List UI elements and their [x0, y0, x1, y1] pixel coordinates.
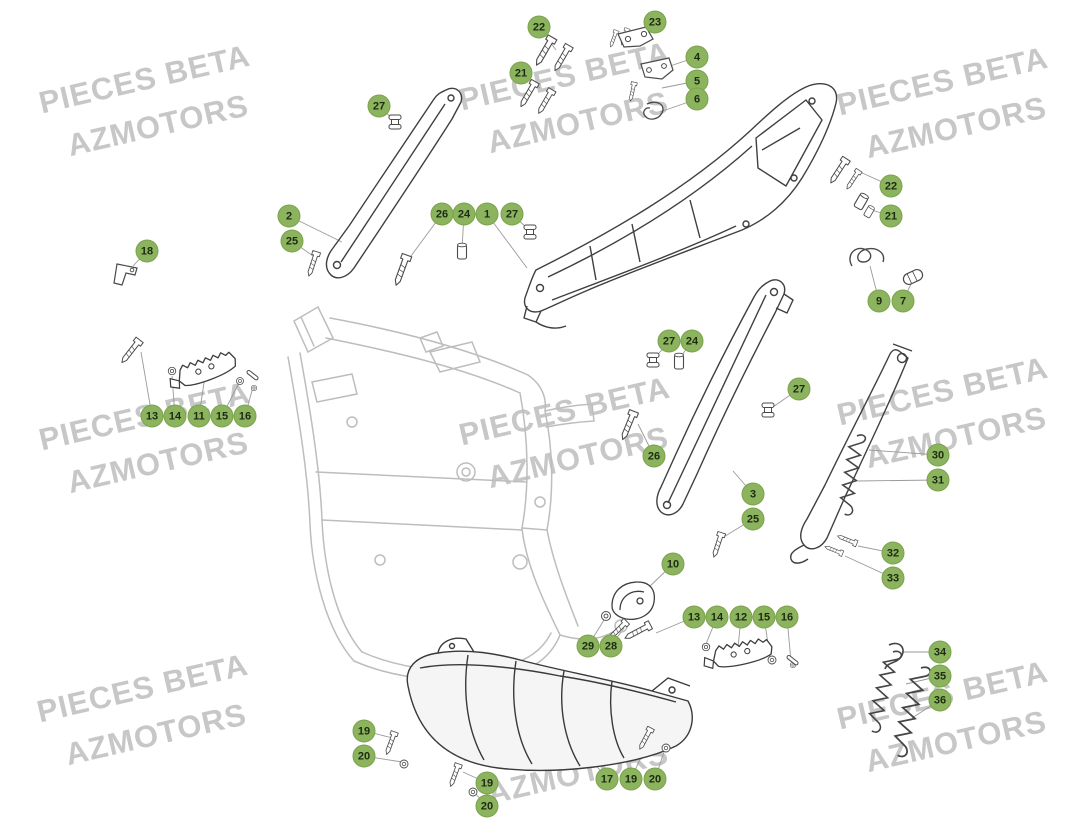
clip-part-9: [849, 247, 885, 267]
side-stand[interactable]: [789, 343, 913, 564]
part-badge-33[interactable]: 33: [881, 566, 905, 590]
part-badge-35[interactable]: 35: [928, 664, 952, 688]
part-badge-2[interactable]: 2: [277, 204, 301, 228]
rear-subframe[interactable]: [523, 83, 838, 329]
part-badge-16[interactable]: 16: [233, 404, 257, 428]
part-badge-11[interactable]: 11: [187, 404, 211, 428]
main-frame: [287, 305, 628, 681]
part-badge-3[interactable]: 3: [741, 482, 765, 506]
part-badge-7[interactable]: 7: [891, 289, 915, 313]
part-badge-32[interactable]: 32: [881, 541, 905, 565]
bracket-part-4: [640, 57, 674, 80]
small-brackets: [113, 26, 924, 286]
part-badge-27[interactable]: 27: [500, 202, 524, 226]
part-badge-16[interactable]: 16: [775, 605, 799, 629]
part-badge-25[interactable]: 25: [280, 229, 304, 253]
part-badge-4[interactable]: 4: [685, 45, 709, 69]
part-badge-31[interactable]: 31: [926, 468, 950, 492]
part-badge-9[interactable]: 9: [867, 289, 891, 313]
part-badge-27[interactable]: 27: [787, 377, 811, 401]
part-badge-19[interactable]: 19: [619, 767, 643, 791]
part-badge-24[interactable]: 24: [680, 329, 704, 353]
part-badge-26[interactable]: 26: [430, 202, 454, 226]
part-badge-22[interactable]: 22: [879, 174, 903, 198]
part-badge-19[interactable]: 19: [475, 771, 499, 795]
part-badge-10[interactable]: 10: [661, 552, 685, 576]
part-badge-21[interactable]: 21: [509, 61, 533, 85]
part-badge-27[interactable]: 27: [657, 329, 681, 353]
part-badge-12[interactable]: 12: [729, 605, 753, 629]
part-badge-14[interactable]: 14: [705, 605, 729, 629]
part-badge-20[interactable]: 20: [352, 744, 376, 768]
part-badge-13[interactable]: 13: [140, 404, 164, 428]
roller-part-7: [902, 268, 924, 286]
subframe-brace-right[interactable]: [656, 279, 794, 516]
part-badge-19[interactable]: 19: [352, 719, 376, 743]
bracket-part-23: [617, 26, 654, 48]
hardware: [117, 27, 876, 797]
skid-plate[interactable]: [406, 637, 693, 772]
subframe-brace-left[interactable]: [325, 87, 463, 279]
part-badge-26[interactable]: 26: [642, 444, 666, 468]
spring-hook: [884, 642, 904, 670]
part-badge-6[interactable]: 6: [685, 87, 709, 111]
part-badge-14[interactable]: 14: [163, 404, 187, 428]
part-badge-30[interactable]: 30: [926, 443, 950, 467]
elbow-part-18: [113, 263, 138, 286]
part-badge-1[interactable]: 1: [475, 202, 499, 226]
part-badge-18[interactable]: 18: [135, 239, 159, 263]
part-badge-15[interactable]: 15: [210, 404, 234, 428]
part-badge-13[interactable]: 13: [682, 605, 706, 629]
part-badge-23[interactable]: 23: [643, 10, 667, 34]
heel-guard: [611, 581, 656, 620]
part-badge-25[interactable]: 25: [741, 507, 765, 531]
part-badge-17[interactable]: 17: [595, 767, 619, 791]
part-badge-15[interactable]: 15: [752, 605, 776, 629]
part-badge-34[interactable]: 34: [928, 640, 952, 664]
part-badge-27[interactable]: 27: [367, 94, 391, 118]
part-badge-21[interactable]: 21: [879, 204, 903, 228]
part-badge-36[interactable]: 36: [928, 688, 952, 712]
part-badge-28[interactable]: 28: [599, 634, 623, 658]
part-badge-24[interactable]: 24: [452, 202, 476, 226]
part-badge-20[interactable]: 20: [643, 767, 667, 791]
part-badge-20[interactable]: 20: [475, 794, 499, 818]
hook-part-6: [643, 101, 664, 120]
part-badge-22[interactable]: 22: [527, 15, 551, 39]
part-badge-29[interactable]: 29: [576, 634, 600, 658]
